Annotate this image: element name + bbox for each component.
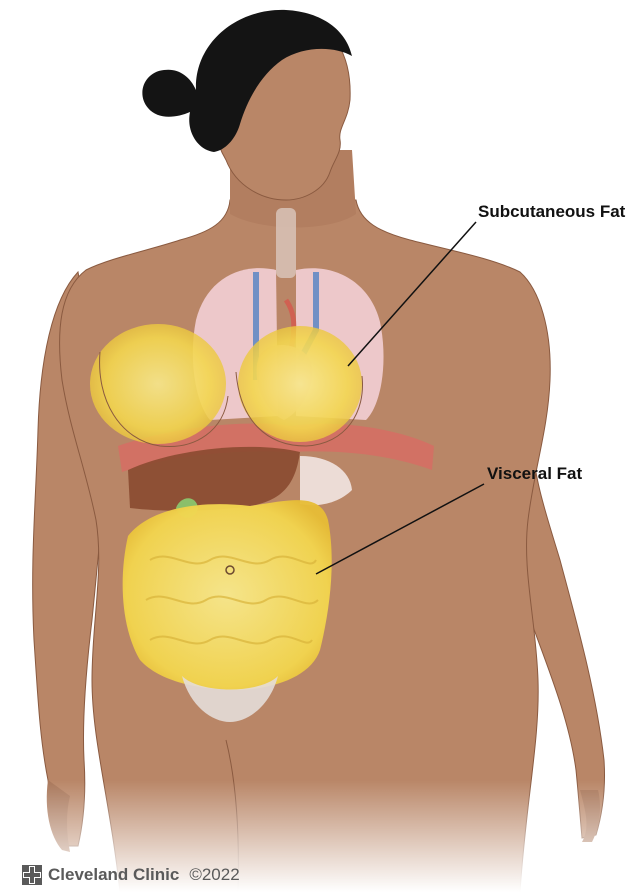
- subcutaneous-fat-label: Subcutaneous Fat: [478, 202, 625, 222]
- visceral-fat-label: Visceral Fat: [487, 464, 582, 484]
- abdominal-fat: [123, 500, 332, 690]
- footer-logo: Cleveland Clinic ©2022: [22, 864, 240, 886]
- right-breast-fat: [238, 326, 362, 442]
- trachea: [276, 208, 296, 278]
- cleveland-clinic-logo-icon: [22, 865, 42, 885]
- footer-copyright: ©2022: [189, 865, 239, 885]
- footer-brand: Cleveland Clinic: [48, 865, 179, 885]
- left-breast-fat: [90, 324, 226, 444]
